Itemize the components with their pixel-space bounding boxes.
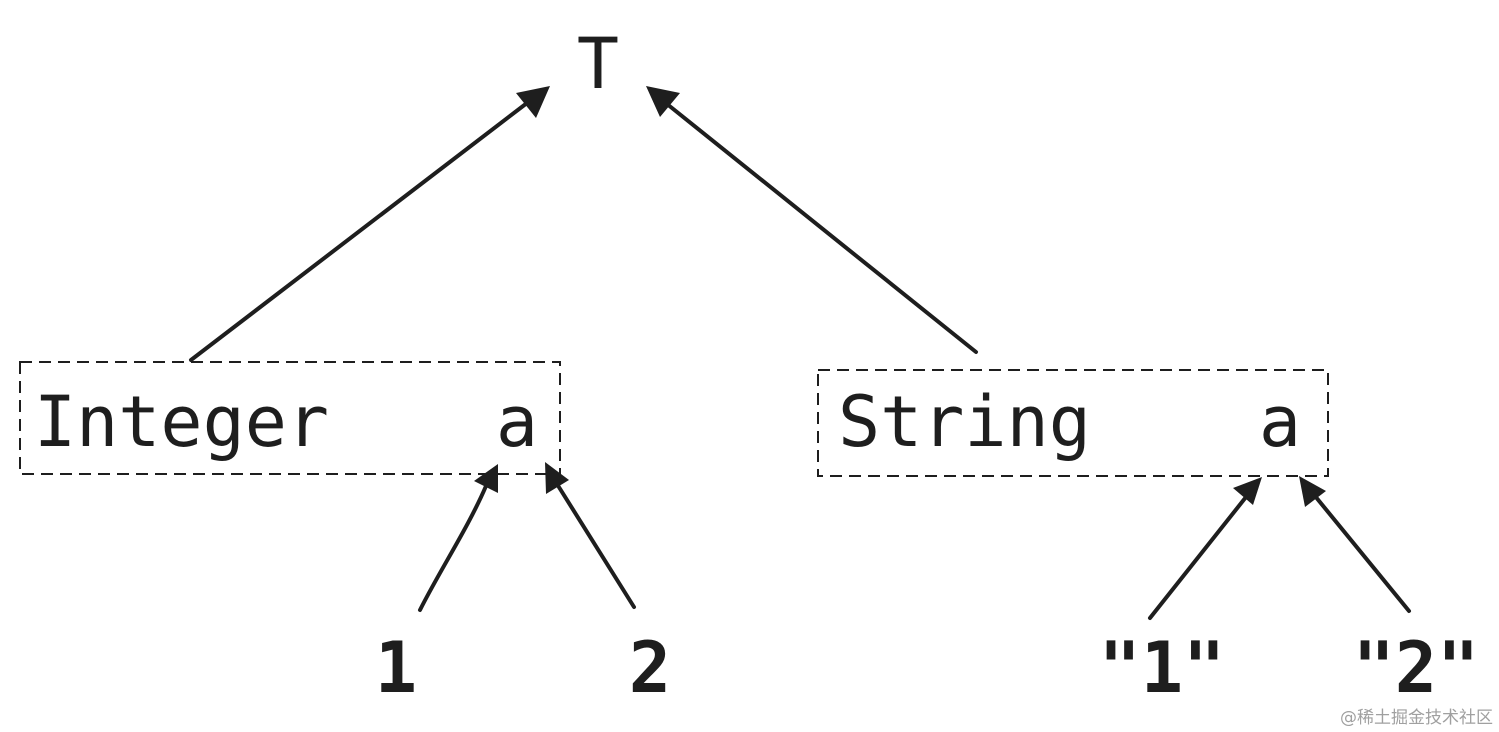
arrowhead [516,86,550,118]
edge-left-2-to-a [545,462,636,609]
arrowhead [545,462,569,494]
edge-left-1-to-a [418,464,498,612]
edge-right-2-to-a [1299,476,1411,613]
watermark: @稀土掘金技术社区 [1340,708,1493,728]
right-var-label: a [1259,381,1301,463]
arrowhead [474,464,498,493]
edge-right-to-root [646,86,978,354]
arrowhead [1233,477,1262,505]
arrowhead [1299,476,1326,507]
leaf-right-2: "2" [1353,627,1479,709]
left-group: Integer a [19,361,561,475]
left-var-label: a [496,381,538,463]
left-group-box [19,361,561,475]
right-type-label: String [838,381,1091,463]
arrowhead [646,86,680,117]
right-group-box [817,369,1329,477]
left-type-label: Integer [34,381,329,463]
root-label: T [577,23,619,105]
leaf-left-1: 1 [375,627,417,709]
edge-right-1-to-a [1148,477,1262,620]
leaf-right-1: "1" [1099,627,1225,709]
right-group: String a [817,369,1329,477]
leaf-left-2: 2 [629,627,671,709]
edge-left-to-root [189,86,550,362]
